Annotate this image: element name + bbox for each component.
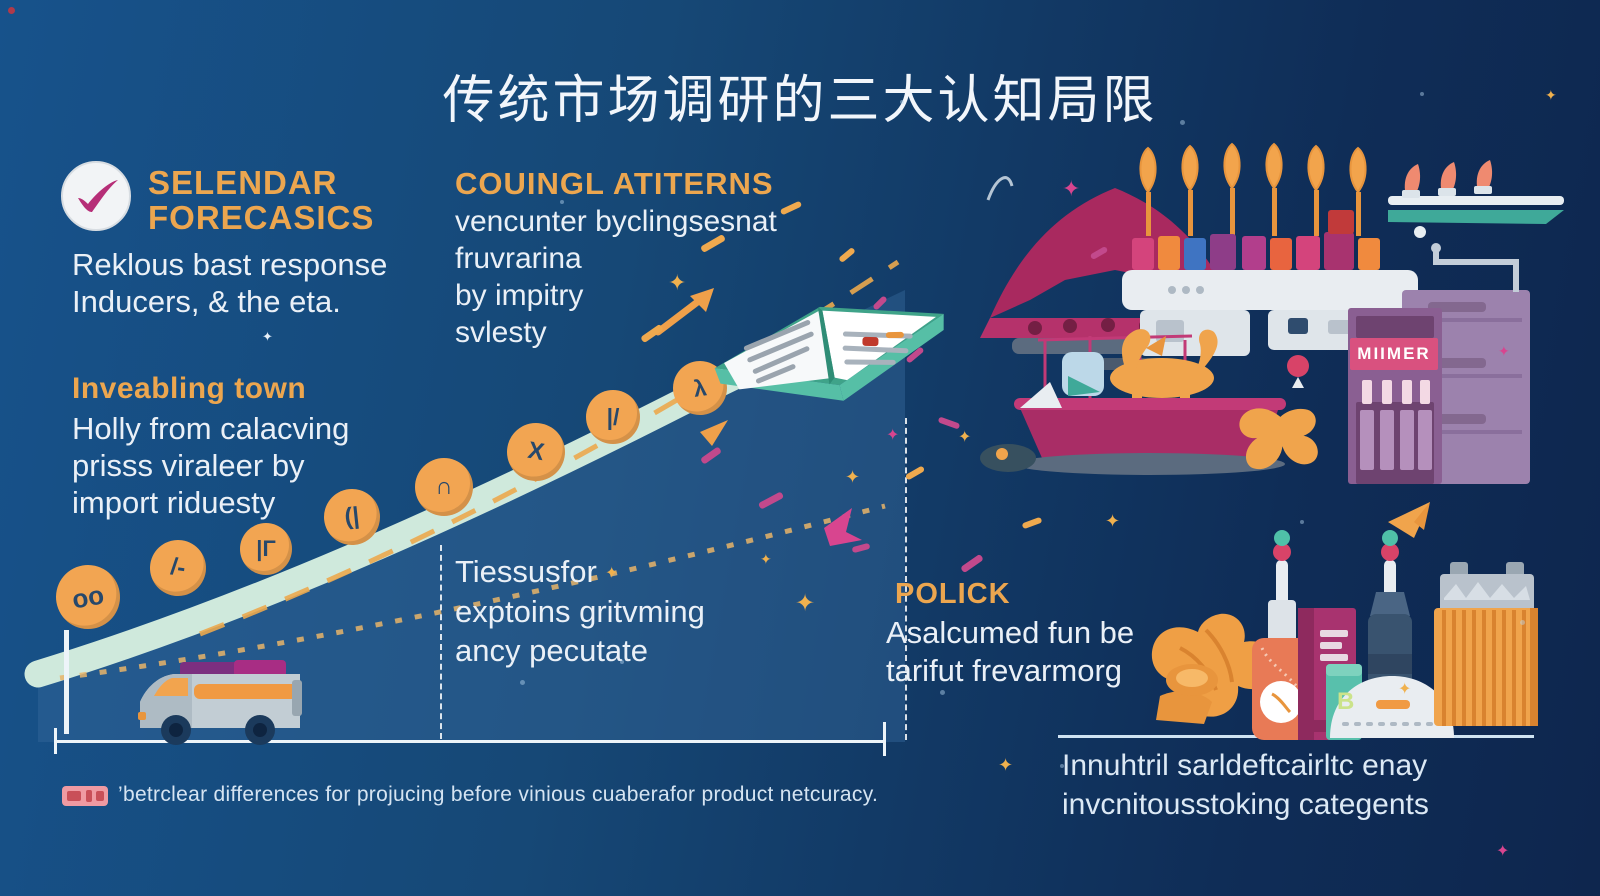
milestone-glyph: X [525,436,547,467]
background-dot [1180,120,1185,125]
background-dot [560,200,564,204]
forecasts-heading: SELENDAR FORECASICS [148,164,375,236]
milestone-glyph: oo [69,578,107,615]
couingl-body: vencunter byclingsesnat fruvrarina by im… [455,205,777,349]
sparkle-icon: ✦ [1398,681,1412,698]
forecasts-body: Reklous bast response Inducers, & the et… [72,247,388,320]
confetti-arrow-small-icon [700,420,728,446]
inveabling-heading: Inveabling town [72,372,307,405]
sparkle-icon: ✦ [668,270,687,295]
background-dot [620,660,624,664]
caption-text: ’betrclear differences for projucing bef… [118,783,879,806]
croissant-icon [1151,613,1277,724]
red-dot-decoration [8,7,15,14]
sparkle-icon: ✦ [795,590,816,617]
milestone-glyph: |/ [606,403,620,430]
vertical-dashed-divider-2 [905,418,907,740]
horse-boat-icon [980,329,1286,475]
background-dot [1300,520,1304,524]
background-dot [1520,620,1525,625]
sparkle-icon: ✦ [262,329,273,344]
products-illustration [1151,502,1538,740]
sparkle-icon: ✦ [1062,176,1081,201]
background-dot [940,690,945,695]
sparkle-icon: ✦ [1105,511,1121,531]
building-sign: MIIMER [1350,338,1438,370]
milestone-icon-7: |/ [586,390,640,444]
x-axis-line [55,740,885,743]
x-axis-right-tick [883,722,886,756]
page-title: 传统市场调研的三大认知局限 [442,72,1158,130]
milestone-glyph: ∩ [435,473,453,500]
building-sign-text: MIIMER [1357,344,1431,363]
sparkle-icon: ✦ [1545,87,1557,103]
milestone-icon-5: ∩ [415,458,473,516]
background-dot [1420,92,1424,96]
sparkle-icon: ✦ [1498,343,1510,359]
x-axis-left-tick [54,728,57,754]
bow-icon [1239,408,1318,470]
pink-bird-icon [824,508,862,546]
building-icon [1348,290,1530,484]
sparkle-icon: ✦ [958,429,972,446]
milestone-glyph: /- [168,553,188,582]
tiessusfur-body: Tiessusfor exptoins gritvming ancy pecut… [455,554,705,669]
open-book-icon [714,306,944,401]
sparkle-icon: ✦ [605,565,619,582]
confetti-arrow-icon [654,288,714,336]
paper-plane-icon [1388,502,1430,538]
couingl-heading: COUINGL ATITERNS [455,166,774,201]
market-scene-illustration [980,142,1564,484]
sparkle-icon: ✦ [845,467,861,487]
sparkle-icon: ✦ [998,755,1014,775]
background-dot [1060,764,1064,768]
checkmark-badge-icon [61,161,131,231]
sparkle-icon: ✦ [1496,843,1510,860]
vertical-dashed-divider-1 [440,545,442,739]
categories-body: Innuhtril sarldeftcairltc enay invcnitou… [1062,749,1429,821]
y-axis-tick [64,630,69,734]
sparkle-icon: ✦ [886,427,900,444]
milestone-glyph: |Γ [256,536,276,561]
sparkle-icon: ✦ [760,551,772,567]
shelf-rail-icon [1388,160,1564,292]
milestone-glyph: (| [343,502,361,531]
dropper-bottle-icon [1252,530,1312,740]
delivery-van-icon [138,660,302,745]
legend-chip-icon [62,786,108,806]
polick-body: Asalcumed fun be tarifut frevarmorg [886,615,1135,688]
package-letter: B [1337,688,1355,715]
background-dot [900,100,904,104]
shredder-basket-icon [1434,562,1538,726]
milestone-icon-3: |Γ [240,523,292,575]
inveabling-body: Holly from calacving prisss viraleer by … [72,411,350,521]
background-dot [520,680,525,685]
white-swoosh-icon [986,176,1014,201]
polick-heading: POLICK [895,578,1011,610]
